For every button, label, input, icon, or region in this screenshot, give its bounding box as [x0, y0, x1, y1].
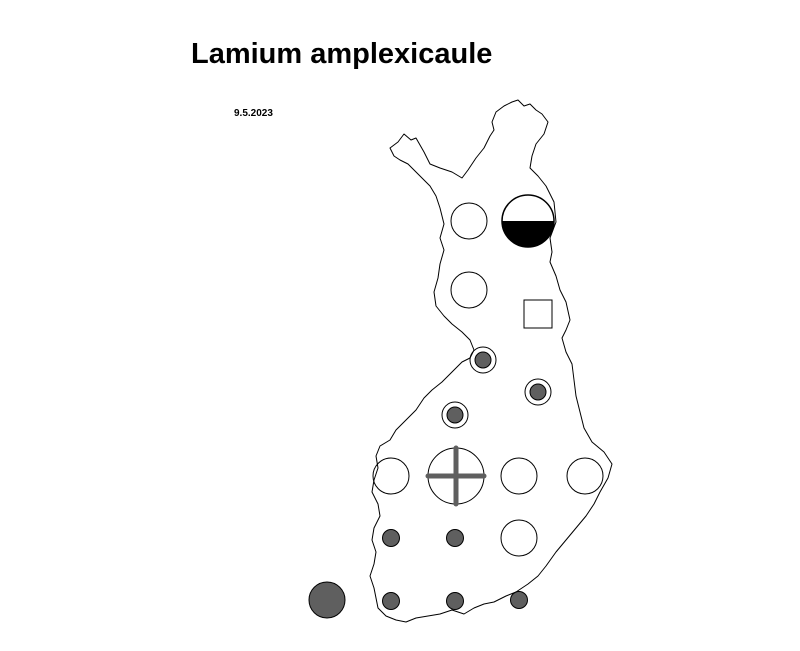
ringed-dot-marker — [469, 346, 497, 374]
open-circle-marker — [450, 202, 488, 240]
map-date: 9.5.2023 — [234, 108, 273, 119]
map-title: Lamium amplexicaule — [191, 38, 493, 70]
open-circle-marker — [500, 457, 538, 495]
open-circle-marker — [566, 457, 604, 495]
open-square-marker — [523, 299, 553, 329]
half-filled-circle-marker — [501, 194, 555, 248]
small-dot-marker — [382, 529, 400, 547]
ringed-dot-marker — [524, 378, 552, 406]
cross-circle-marker — [425, 445, 487, 507]
small-dot-marker — [382, 592, 400, 610]
small-dot-marker — [446, 592, 464, 610]
small-dot-marker — [446, 529, 464, 547]
open-circle-marker — [372, 457, 410, 495]
small-dot-marker — [510, 591, 528, 609]
open-circle-marker — [500, 519, 538, 557]
ringed-dot-marker — [441, 401, 469, 429]
open-circle-marker — [450, 271, 488, 309]
large-dot-marker — [308, 581, 346, 619]
